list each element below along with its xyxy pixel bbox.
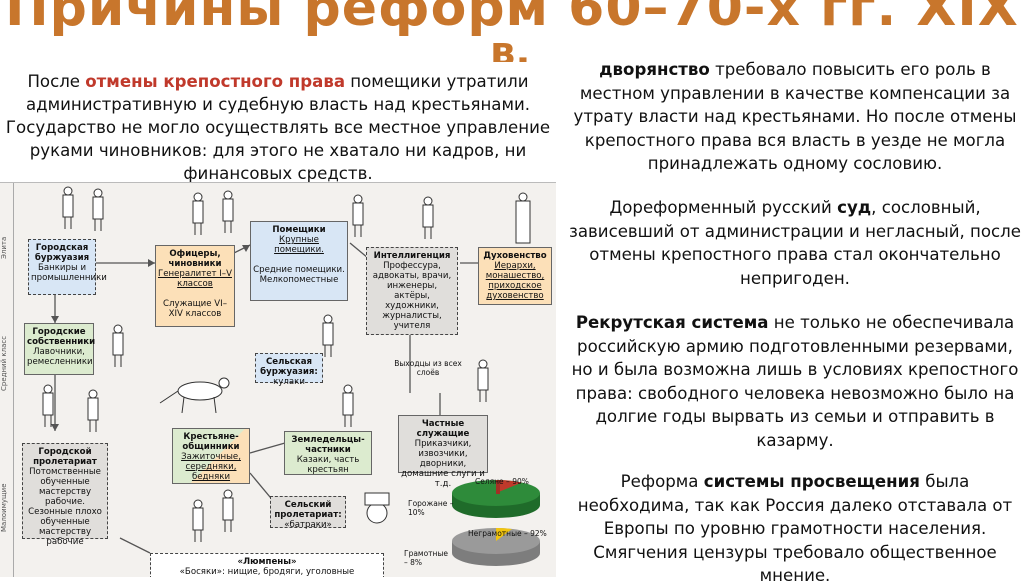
paragraph-court: Дореформенный русский суд, сословный, за… — [569, 198, 1021, 288]
pie1-label-rural: Селяне – 90% — [475, 477, 529, 486]
cart-icon — [364, 492, 390, 524]
person-icon — [322, 314, 334, 357]
paragraph-education: Реформа системы просвещения была необход… — [577, 472, 1013, 585]
person-icon — [87, 389, 99, 432]
box-peasants-community: Крестьяне-общинники Зажиточные, середняк… — [172, 428, 250, 484]
population-pies — [452, 480, 540, 566]
box-landowners: Помещики Крупные помещики. Средние помещ… — [250, 221, 348, 301]
social-structure-diagram: Элита Средний класс Малоимущие — [0, 182, 556, 577]
pie2-label-literate: Грамотные – 8% — [404, 549, 448, 567]
horse-plough-icon — [159, 377, 230, 414]
people-illustrations — [42, 186, 531, 542]
slide-title-cut: в. — [490, 32, 531, 62]
person-icon — [192, 192, 204, 235]
person-icon — [352, 194, 364, 237]
person-icon — [342, 384, 354, 427]
label-from-all-layers: Выходцы из всех слоёв — [394, 359, 462, 377]
person-icon — [222, 190, 234, 233]
box-rural-proletariat: Сельский пролетариат:«батраки» — [270, 496, 346, 530]
box-clergy: Духовенство Иерархи, монашество, приходс… — [478, 247, 552, 305]
box-officers: Офицеры, чиновники Генералитет I–V класс… — [155, 245, 235, 327]
person-icon — [92, 188, 104, 231]
slide-title: Причины реформ 60–70-х гг. XIX — [5, 0, 1019, 38]
pie-rural-urban — [452, 480, 540, 518]
pie1-label-urban: Горожане – 10% — [408, 499, 454, 517]
pie-literacy — [452, 528, 540, 566]
person-icon — [422, 196, 434, 239]
person-icon — [222, 489, 234, 532]
left-paragraph: После отмены крепостного права помещики … — [5, 72, 551, 183]
side-divider — [13, 183, 14, 577]
person-icon — [112, 324, 124, 367]
paragraph-nobility: дворянство требовало повысить его роль в… — [573, 60, 1017, 173]
box-rural-bourgeoisie: Сельская буржуазия:кулаки — [255, 353, 323, 387]
box-lumpen: «Люмпены»«Босяки»: нищие, бродяги, уголо… — [150, 553, 384, 577]
pie2-label-illiterate: Неграмотные – 92% — [468, 529, 547, 538]
person-icon — [477, 359, 489, 402]
person-icon — [62, 186, 74, 229]
highlight-serfdom: отмены крепостного права — [85, 72, 346, 91]
person-icon — [515, 192, 531, 244]
person-icon — [192, 499, 204, 542]
paragraph-recruit: Рекрутская система не только не обеспечи… — [571, 313, 1019, 450]
person-icon — [42, 384, 54, 427]
